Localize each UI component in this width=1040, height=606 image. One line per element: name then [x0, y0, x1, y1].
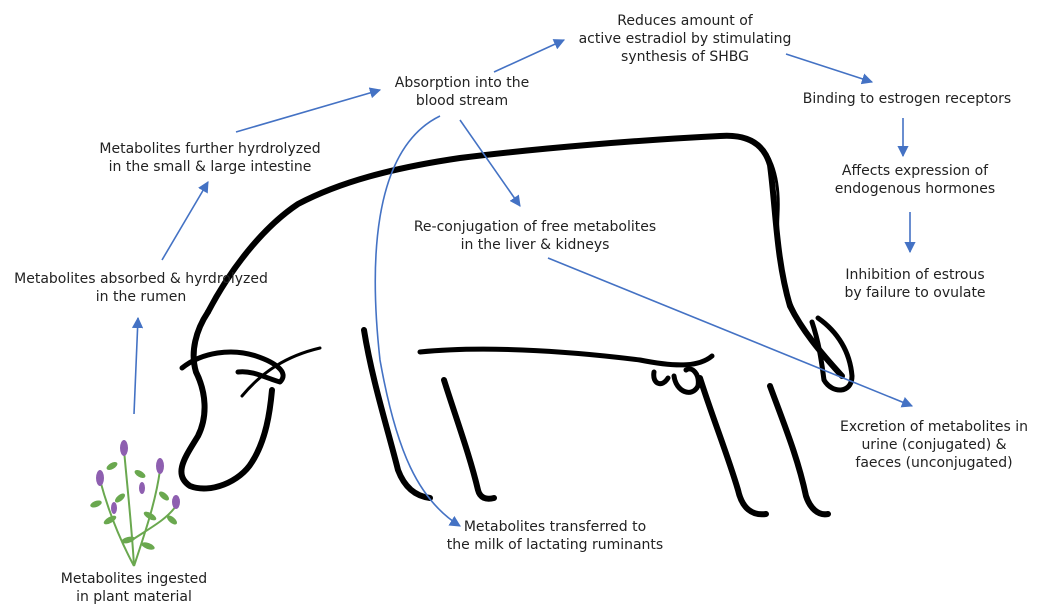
node-line: endogenous hormones: [830, 180, 1000, 198]
flowering-plant-icon: [89, 440, 180, 566]
node-line: blood stream: [372, 92, 552, 110]
node-reconjugation: Re-conjugation of free metabolites in th…: [400, 218, 670, 254]
node-shbg: Reduces amount of active estradiol by st…: [560, 12, 810, 66]
node-line: Metabolites absorbed & hyrdrolyzed: [6, 270, 276, 288]
node-line: synthesis of SHBG: [560, 48, 810, 66]
node-ingested: Metabolites ingested in plant material: [44, 570, 224, 606]
cow-hind-leg-left: [700, 378, 766, 514]
node-expression: Affects expression of endogenous hormone…: [830, 162, 1000, 198]
node-binding: Binding to estrogen receptors: [792, 90, 1022, 108]
node-line: Metabolites further hyrdrolyzed: [90, 140, 330, 158]
node-line: Reduces amount of: [560, 12, 810, 30]
node-rumen: Metabolites absorbed & hyrdrolyzed in th…: [6, 270, 276, 306]
node-line: Re-conjugation of free metabolites: [400, 218, 670, 236]
cow-rump-line: [748, 138, 798, 318]
cow-hind-leg-right: [770, 386, 828, 514]
cow-belly: [420, 349, 712, 365]
node-excretion: Excretion of metabolites in urine (conju…: [830, 418, 1038, 472]
node-intestine: Metabolites further hyrdrolyzed in the s…: [90, 140, 330, 176]
node-line: Absorption into the: [372, 74, 552, 92]
node-line: Inhibition of estrous: [830, 266, 1000, 284]
arrow-intestine-to-absorption: [236, 90, 380, 132]
node-line: active estradiol by stimulating: [560, 30, 810, 48]
arrow-absorption-to-shbg: [494, 40, 564, 72]
cow-front-leg-left: [364, 330, 430, 498]
node-line: Metabolites transferred to: [430, 518, 680, 536]
node-line: in the rumen: [6, 288, 276, 306]
node-line: in plant material: [44, 588, 224, 606]
node-milk: Metabolites transferred to the milk of l…: [430, 518, 680, 554]
cow-head: [181, 312, 272, 489]
arrow-absorption-to-milk: [375, 116, 460, 526]
arrow-plant-to-rumen: [134, 318, 138, 414]
node-line: Affects expression of: [830, 162, 1000, 180]
cow-outline-icon: [181, 136, 852, 515]
node-line: by failure to ovulate: [830, 284, 1000, 302]
node-line: the milk of lactating ruminants: [430, 536, 680, 554]
node-line: Metabolites ingested: [44, 570, 224, 588]
node-line: in the liver & kidneys: [400, 236, 670, 254]
node-line: Binding to estrogen receptors: [792, 90, 1022, 108]
node-line: faeces (unconjugated): [830, 454, 1038, 472]
node-line: urine (conjugated) &: [830, 436, 1038, 454]
arrow-rumen-to-intestine: [162, 182, 208, 260]
node-line: Excretion of metabolites in: [830, 418, 1038, 436]
arrow-absorption-to-reconjugation: [460, 120, 520, 206]
node-line: in the small & large intestine: [90, 158, 330, 176]
cow-front-leg-right: [444, 380, 494, 499]
node-absorption: Absorption into the blood stream: [372, 74, 552, 110]
node-inhibition: Inhibition of estrous by failure to ovul…: [830, 266, 1000, 302]
cow-udder: [654, 369, 699, 392]
